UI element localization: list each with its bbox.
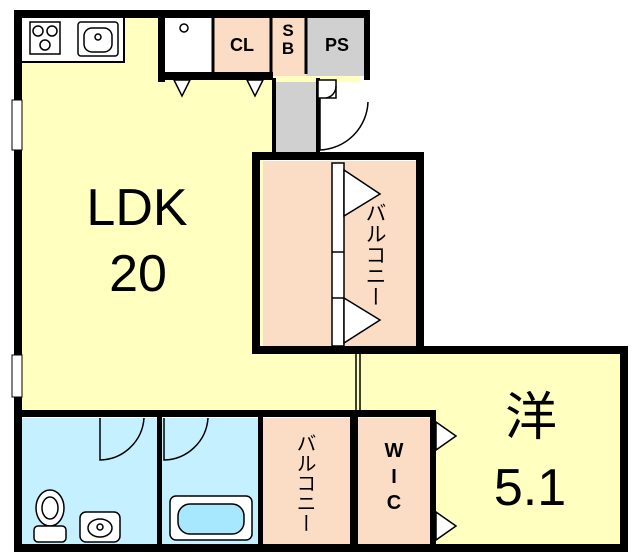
entrance-door — [317, 79, 369, 151]
toilet-icon — [33, 489, 67, 543]
window-marks — [11, 99, 23, 398]
wic-area — [358, 418, 433, 545]
ldk-floor-ext3 — [255, 352, 360, 412]
walls — [14, 10, 628, 552]
bath-door — [163, 417, 209, 461]
closet-label: CL — [230, 35, 254, 55]
bathtub-icon — [169, 495, 253, 541]
storage-dividers — [211, 14, 308, 74]
pipe-space-label: PS — [324, 35, 349, 55]
stove-icon — [29, 21, 61, 55]
closet-door-marks — [172, 79, 265, 98]
fridge-icon — [179, 23, 189, 33]
wic-door-marks — [435, 420, 458, 542]
wic-label: WIC — [383, 440, 405, 518]
entrance-gray — [274, 82, 318, 155]
shoe-box-label: SB — [281, 21, 295, 58]
sink-icon — [77, 21, 119, 57]
western-name: 洋 — [504, 389, 557, 447]
ldk-western-partition — [355, 354, 361, 412]
ldk-name: LDK — [86, 179, 188, 237]
toilet-door — [99, 417, 145, 461]
closet-area — [213, 14, 271, 76]
balcony-lower-area — [262, 418, 350, 545]
fridge-space — [163, 14, 213, 76]
balcony-upper-label: バルコニー — [363, 201, 386, 307]
washbasin-icon — [79, 511, 121, 543]
shoebox-area — [271, 14, 306, 76]
balcony-upper-window — [331, 162, 382, 347]
balcony-lower-label: バルコニー — [293, 433, 315, 533]
ps-area — [306, 14, 368, 76]
western-size: 5.1 — [493, 459, 567, 517]
ldk-size: 20 — [109, 245, 167, 303]
